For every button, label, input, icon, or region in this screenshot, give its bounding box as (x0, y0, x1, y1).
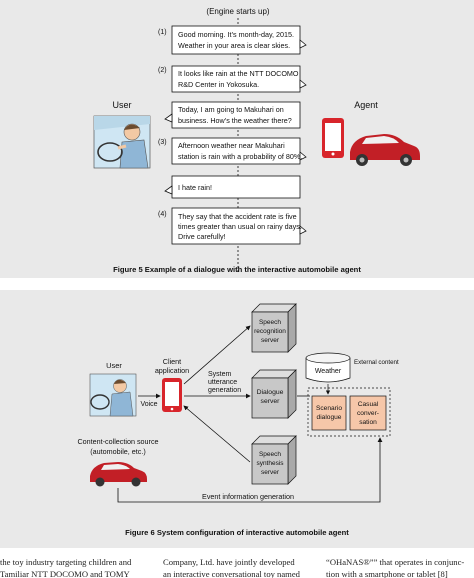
bubble-4-line-1: Afternoon weather near Makuhari (178, 141, 285, 150)
bubble-2-line-1: It looks like rain at the NTT DOCOMO (178, 69, 299, 78)
figure-5-caption: Figure 5 Example of a dialogue with the … (113, 265, 361, 274)
body-text-column-3: “OHaNAS®”” that operates in conjunc- tio… (326, 556, 474, 578)
col2-line-2: an interactive conversational toy named (163, 569, 300, 578)
bubble-2-line-2: R&D Center in Yokosuka. (178, 80, 259, 89)
col1-line-2: Tamiliar NTT DOCOMO and TOMY (0, 569, 130, 578)
body-text-column-2: Company, Ltd. have jointly developed an … (163, 556, 313, 578)
step-1-label: (1) (158, 29, 167, 36)
col3-line-2: tion with a smartphone or tablet [8] (326, 569, 448, 578)
bubble-6-line-3: Drive carefully! (178, 232, 226, 241)
bubble-6-line-1: They say that the accident rate is five (178, 212, 297, 221)
bubble-6-line-2: times greater than usual on rainy days. (178, 222, 302, 231)
engine-starts-label: (Engine starts up) (206, 7, 269, 16)
step-4-label: (4) (158, 211, 167, 218)
figure-5-diagram: (Engine starts up) Good morning. It’s mo… (93, 7, 420, 272)
col2-line-1: Company, Ltd. have jointly developed (163, 557, 295, 567)
figure-6-caption: Figure 6 System configuration of interac… (125, 528, 349, 537)
user-label: User (112, 100, 131, 110)
col3-line-1: “OHaNAS®”” that operates in conjunc- (326, 557, 465, 567)
bubble-1-line-2: Weather in your area is clear skies. (178, 41, 290, 50)
bubble-agent-4: They say that the accident rate is five … (171, 207, 307, 245)
bubble-4-line-2: station is rain with a probability of 80… (178, 152, 302, 161)
bubble-agent-2: It looks like rain at the NTT DOCOMO R&D… (171, 65, 307, 93)
agent-car-illustration (350, 134, 420, 166)
body-text-column-1: the toy industry targeting children and … (0, 556, 150, 578)
bubble-1-line-1: Good morning. It’s month-day, 2015. (178, 30, 294, 39)
agent-phone-illustration (322, 118, 344, 158)
bubble-user-1: Today, I am going to Makuhari on busines… (164, 101, 301, 129)
agent-label: Agent (354, 100, 378, 110)
col1-line-1: the toy industry targeting children and (0, 557, 132, 567)
bubble-user-2: I hate rain! (164, 175, 301, 199)
user-driver-illustration (93, 115, 151, 169)
bubble-5-line-1: I hate rain! (178, 183, 212, 192)
figure-6-panel (0, 290, 474, 548)
step-2-label: (2) (158, 67, 167, 74)
bubble-3-line-1: Today, I am going to Makuhari on (178, 105, 284, 114)
bubble-agent-1: Good morning. It’s month-day, 2015. Weat… (171, 25, 307, 55)
bubble-3-line-2: business. How’s the weather there? (178, 116, 292, 125)
bubble-agent-3: Afternoon weather near Makuhari station … (171, 137, 307, 165)
step-3-label: (3) (158, 139, 167, 146)
